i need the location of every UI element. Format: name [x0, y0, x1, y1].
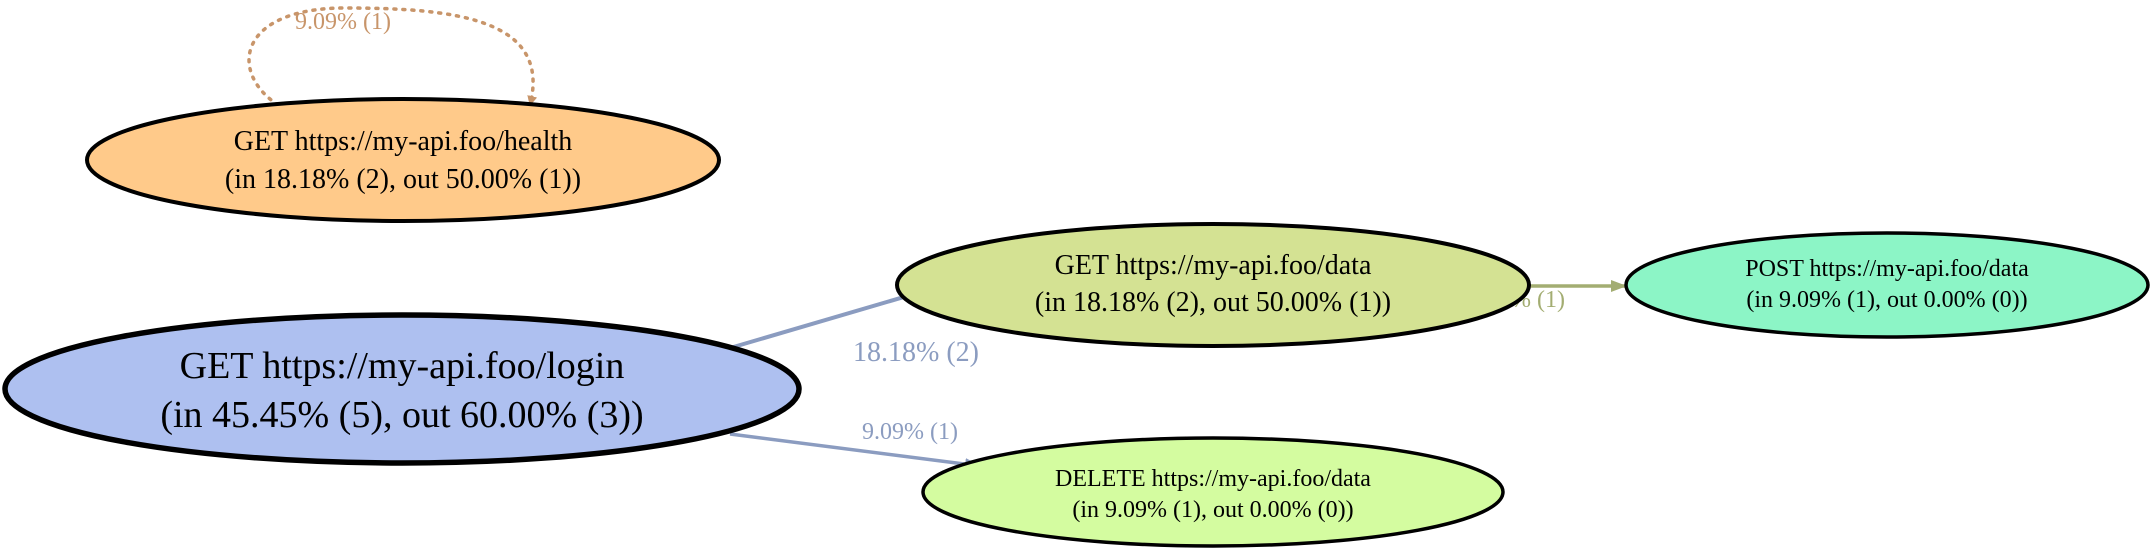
- node-login-shape: [2, 312, 802, 466]
- node-get-data-title: GET https://my-api.foo/data: [1055, 250, 1372, 281]
- node-login-title: GET https://my-api.foo/login: [180, 345, 625, 387]
- edge-login-to-get-data-label: 18.18% (2): [853, 337, 979, 368]
- node-get-data[interactable]: GET https://my-api.foo/data (in 18.18% (…: [895, 222, 1531, 348]
- node-delete-data-title: DELETE https://my-api.foo/data: [1055, 466, 1371, 492]
- edge-health-self-loop-line: [247, 6, 538, 107]
- node-login-stats: (in 45.45% (5), out 60.00% (3)): [160, 394, 643, 436]
- node-post-data-title: POST https://my-api.foo/data: [1745, 256, 2029, 282]
- edge-login-to-delete-data-line: [729, 432, 981, 471]
- node-delete-data[interactable]: DELETE https://my-api.foo/data (in 9.09%…: [921, 436, 1505, 548]
- edge-login-to-delete-data-label: 9.09% (1): [862, 419, 958, 445]
- node-health[interactable]: GET https://my-api.foo/health (in 18.18%…: [85, 97, 721, 223]
- edge-health-self-loop-label: 9.09% (1): [295, 9, 391, 35]
- node-get-data-shape: [895, 222, 1531, 348]
- node-post-data[interactable]: POST https://my-api.foo/data (in 9.09% (…: [1624, 231, 2150, 339]
- node-health-shape: [85, 97, 721, 223]
- node-get-data-stats: (in 18.18% (2), out 50.00% (1)): [1035, 287, 1391, 318]
- node-login[interactable]: GET https://my-api.foo/login (in 45.45% …: [2, 312, 802, 466]
- node-post-data-stats: (in 9.09% (1), out 0.00% (0)): [1746, 287, 2027, 313]
- node-health-stats: (in 18.18% (2), out 50.00% (1)): [225, 164, 581, 195]
- node-delete-data-stats: (in 9.09% (1), out 0.00% (0)): [1072, 497, 1353, 523]
- node-delete-data-shape: [921, 436, 1505, 548]
- edge-login-to-delete-data: 9.09% (1): [729, 419, 981, 471]
- node-health-title: GET https://my-api.foo/health: [234, 126, 573, 157]
- node-post-data-shape: [1624, 231, 2150, 339]
- edge-health-self-loop: 9.09% (1): [247, 6, 538, 107]
